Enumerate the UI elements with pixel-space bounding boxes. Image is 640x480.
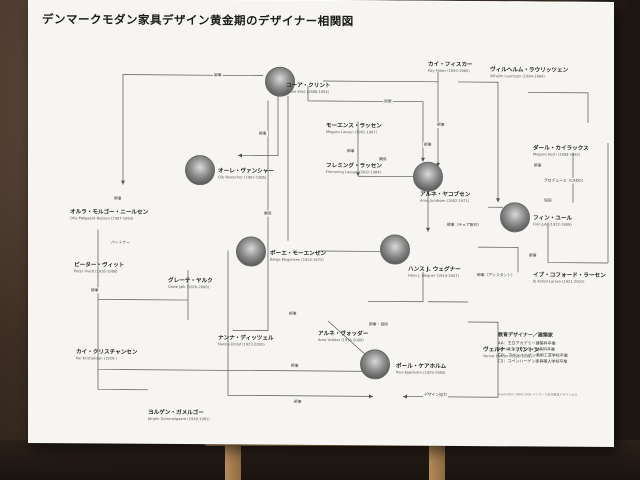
person-years: Grete Jalk (1920-2006)	[168, 284, 210, 290]
person-years: Kay Fisker (1893-1965)	[428, 68, 470, 74]
portrait-kjaerholm	[360, 349, 390, 380]
relation-label: 師事	[90, 287, 100, 294]
person-kofod-larsen: イブ・コフォード・ラーセン Ib Kofod-Larsen (1921-2003…	[533, 272, 606, 285]
easel-leg	[225, 444, 241, 480]
person-years: Vilhelm Lauritzen (1894-1984)	[490, 74, 545, 79]
person-years: Arne Vodder (1926-2009)	[318, 337, 364, 343]
person-fisker: カイ・フィスカー Kay Fisker (1893-1965)	[428, 62, 473, 74]
relation-label: 師事・協同	[368, 321, 389, 328]
legend: 教育デザイナー／建築家 AA：王立アカデミー建築科卒業 AF：王立アカデミー家具…	[498, 332, 603, 365]
person-wanscher: オーレ・ヴァンシャー Ole Wanscher (1903-1985)	[218, 168, 274, 180]
person-lauritzen: ヴィルヘルム・ラウリッツェン Vilhelm Lauritzen (1894-1…	[490, 67, 568, 80]
easel-leg	[429, 444, 445, 480]
person-mogensen: ボーエ・モーエンセン Børge Mogensen (1914-1972)	[270, 251, 326, 263]
relation-label: 師事	[528, 252, 538, 259]
relation-label: 師事	[293, 398, 303, 405]
portrait-mogensen	[236, 236, 266, 267]
person-years: Peter Hvidt (1916-1986)	[74, 269, 118, 274]
portrait-wegner	[380, 234, 410, 265]
relation-label: 師事	[436, 121, 446, 128]
person-juhl: フィン・ユール Finn Juhl (1912-1989)	[533, 215, 572, 227]
floor	[0, 440, 640, 480]
person-gammelgaard: ヨルゲン・ガメルゴー Jørgen Gammelgaard (1938-1991…	[148, 410, 210, 422]
relation-label: 師事	[113, 195, 123, 202]
relation-label: 師事	[213, 72, 223, 79]
person-f-lassen: フレミング・ラッセン Flemming Lassen (1902-1984)	[326, 163, 382, 175]
person-m-lassen: モーエンス・ラッセン Mogens Lassen (1901-1987)	[326, 123, 382, 135]
person-m-nielsen: オルラ・モルゴー・ニールセン Orla Mølgaard-Nielsen (19…	[70, 209, 148, 222]
person-hvidt: ピーター・ヴィット Peter Hvidt (1916-1986)	[74, 262, 124, 274]
person-jacobsen: アルネ・ヤコブセン Arne Jacobsen (1902-1971)	[420, 192, 470, 204]
relation-label: デザイン協力	[423, 391, 448, 398]
relation-label: 師事	[346, 148, 356, 155]
relation-label: 師事（アシスタント）	[476, 272, 516, 279]
person-years: Ole Wanscher (1903-1985)	[218, 175, 267, 180]
person-years: Ib Kofod-Larsen (1921-2003)	[533, 279, 585, 284]
relation-label: パートナー	[110, 239, 131, 246]
person-koch: ダール・カイラックス Mogens Koch (1898-1992)	[533, 145, 589, 157]
person-years: Hans J. Wegner (1914-2007)	[408, 273, 459, 278]
relation-label: 関係	[378, 156, 388, 163]
relation-label: 関係	[263, 210, 273, 217]
person-kristiansen: カイ・クリスチャンセン Kai Kristiansen (1929-)	[76, 349, 137, 361]
person-years: Flemming Lassen (1902-1984)	[326, 170, 381, 175]
person-klint: コーア・クリント Kaare Klint (1888-1954)	[286, 83, 331, 95]
legend-heading: 教育デザイナー／建築家	[498, 332, 553, 339]
relation-label: プロデュース（CADO）	[543, 177, 587, 184]
person-years: Orla Mølgaard-Nielsen (1907-1993)	[70, 216, 134, 221]
person-years: Mogens Koch (1898-1992)	[533, 152, 581, 157]
person-years: Kaare Klint (1888-1954)	[286, 89, 330, 95]
relation-label: 師事（チェア製作）	[446, 221, 483, 229]
person-vodder: アルネ・ヴォッダー Arne Vodder (1926-2009)	[318, 331, 368, 343]
relation-label: 師事	[533, 162, 543, 169]
relation-label: 同僚	[383, 98, 393, 105]
relation-label: 師事	[258, 130, 268, 137]
relation-label: 師事	[290, 362, 300, 369]
person-years: Arne Jacobsen (1902-1971)	[420, 198, 470, 204]
portrait-jacobsen	[413, 161, 443, 192]
person-years: Mogens Lassen (1901-1987)	[326, 130, 378, 135]
relation-label: 師事	[288, 310, 298, 317]
person-years: Børge Mogensen (1914-1972)	[270, 257, 324, 263]
portrait-wanscher	[185, 155, 215, 186]
legend-item: CS：コペンハーゲン家具職人学校卒業	[498, 358, 568, 364]
person-jalk: グレーテ・ヤルク Grete Jalk (1920-2006)	[168, 278, 213, 290]
person-years: Finn Juhl (1912-1989)	[533, 222, 572, 227]
poster-board: デンマークモダン家具デザイン黄金期のデザイナー相関図	[28, 0, 614, 448]
person-years: Poul Kjærholm (1929-1980)	[396, 370, 446, 375]
person-years: Nanna Ditzel (1923-2005)	[218, 342, 265, 347]
person-ditzel: ナンナ・ディッツェル Nanna Ditzel (1923-2005)	[218, 335, 274, 347]
person-years: Jørgen Gammelgaard (1938-1991)	[148, 416, 210, 422]
person-wegner: ハンス J. ウェグナー Hans J. Wegner (1914-2007)	[408, 267, 461, 279]
portrait-juhl	[500, 202, 530, 233]
relation-label: 師事	[423, 141, 433, 148]
relation-label: 協同	[543, 197, 553, 204]
footnote: Kaare Klint 1888-1954 デンマーク近代家具デザインの父	[498, 392, 578, 397]
person-years: Kai Kristiansen (1929-)	[76, 356, 117, 361]
person-kjaerholm: ポール・ケアホルム Poul Kjærholm (1929-1980)	[396, 364, 446, 376]
